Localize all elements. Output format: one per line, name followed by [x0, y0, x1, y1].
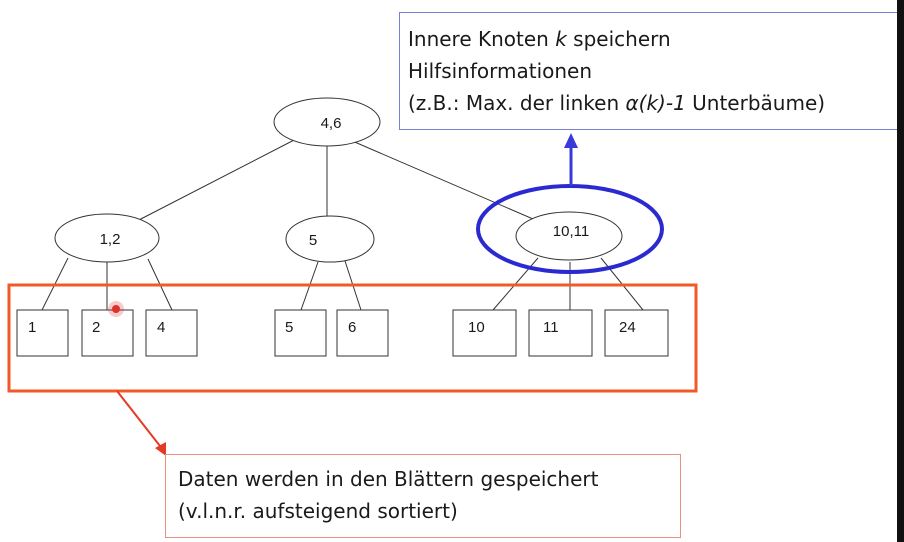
leaves-callout-line-1: Daten werden in den Blättern gespeichert [178, 467, 599, 491]
leaf-1 [16, 309, 69, 357]
leaf-8-label: 24 [619, 319, 636, 336]
inner-node-2 [285, 215, 375, 263]
leaf-7 [528, 309, 593, 357]
inner-node-2-label: 5 [309, 232, 317, 249]
inner-node-1-label: 1,2 [100, 231, 121, 248]
inner-nodes-callout: Innere Knoten k speichern Hilfsinformati… [399, 12, 899, 130]
leaf-5 [336, 309, 389, 357]
inner-nodes-callout-line-1-pre: Innere Knoten [408, 27, 556, 51]
edge-root-inner-1 [134, 137, 299, 223]
inner-nodes-callout-line-1-post: speichern [566, 27, 671, 51]
inner-nodes-callout-line-1: Innere Knoten k speichern [408, 23, 898, 55]
leaf-4 [274, 309, 327, 357]
leaf-3 [145, 309, 198, 357]
root-node [273, 97, 381, 147]
inner-node-3-label: 10,11 [553, 223, 589, 240]
leaf-6 [452, 309, 517, 357]
leaves-callout-line-2: (v.l.n.r. aufsteigend sortiert) [178, 499, 458, 523]
leaf-8 [604, 309, 669, 357]
inner-node-1 [54, 213, 160, 263]
leaf-1-label: 1 [28, 319, 36, 336]
window-edge [897, 0, 904, 542]
leaves-callout-arrow-shaft [116, 390, 161, 447]
leaf-4-label: 5 [285, 319, 293, 336]
inner-nodes-callout-line-2: Hilfsinformationen [408, 59, 593, 83]
leaf-2-label: 2 [92, 319, 100, 336]
leaf-7-label: 11 [543, 319, 559, 336]
leaf-2 [81, 309, 134, 357]
inner-nodes-callout-var-k: k [555, 27, 567, 51]
leaves-highlight [7, 283, 698, 393]
leaf-3-label: 4 [157, 319, 165, 336]
edge-root-inner-3 [349, 139, 541, 223]
inner-node-3 [515, 211, 623, 261]
leaf-6-label: 10 [468, 319, 485, 336]
leaves-callout-arrow-head [155, 442, 166, 456]
inner-nodes-callout-line-3-post: Unterbäume) [685, 91, 826, 115]
pointer-dot [112, 305, 120, 313]
root-node-label: 4,6 [321, 115, 342, 132]
leaves-callout: Daten werden in den Blättern gespeichert… [165, 454, 681, 538]
inner-nodes-callout-var-alpha: α(k)-1 [625, 91, 686, 115]
inner-callout-arrow-head [564, 133, 578, 148]
inner-nodes-callout-line-3: (z.B.: Max. der linken α(k)-1 Unterbäume… [408, 87, 898, 119]
leaf-5-label: 6 [348, 319, 356, 336]
inner-nodes-callout-line-3-pre: (z.B.: Max. der linken [408, 91, 626, 115]
